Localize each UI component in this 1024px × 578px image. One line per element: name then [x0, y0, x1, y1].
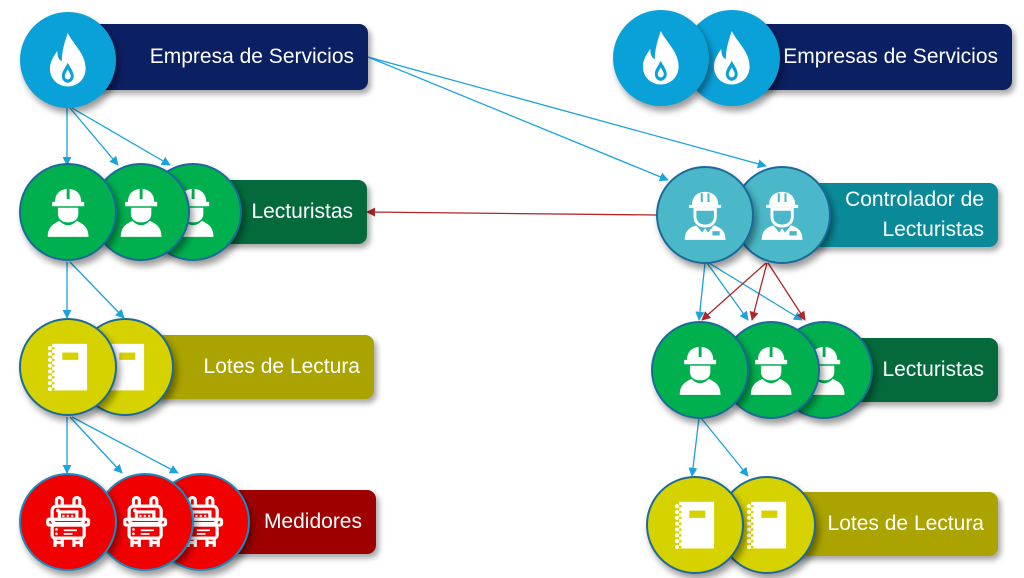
lote-circle-1 [19, 318, 117, 416]
edge-empresa-to-lecturista-2 [69, 107, 119, 166]
edge-lecturista-to-lote-2 [69, 261, 125, 319]
worker-helmet-icon [671, 341, 729, 399]
label-text: Empresa de Servicios [149, 45, 354, 68]
label-text-line2: Lecturistas [882, 218, 984, 241]
edge-controlador-to-lecturista-red-2 [749, 262, 768, 321]
edge-controlador-to-left-lecturistas [366, 207, 657, 217]
edge-controlador-to-lecturista-blue-1 [695, 262, 706, 321]
edge-lote-to-medidor-3 [71, 416, 179, 474]
label-text: Lecturistas [251, 200, 353, 223]
flame-icon [631, 28, 691, 88]
edge-empresa-to-lecturista-3 [71, 107, 171, 166]
notebook-icon [666, 496, 724, 554]
gas-meter-icon [116, 493, 174, 551]
lote-right-circle-1 [646, 476, 744, 574]
medidor-circle-1 [19, 473, 117, 571]
label-text: Lotes de Lectura [203, 355, 360, 378]
gas-meter-icon [39, 493, 97, 551]
edge-controlador-to-lecturista-blue-3 [708, 262, 803, 321]
label-lotes-left: Lotes de Lectura [150, 335, 374, 399]
edge-lecturista-to-lote-right-2 [700, 417, 749, 477]
controlador-circle-1 [656, 166, 754, 264]
notebook-icon [39, 338, 97, 396]
worker-helmet-icon [112, 183, 170, 241]
lecturista-right-circle-1 [651, 321, 749, 419]
flame-icon [702, 28, 762, 88]
notebook-icon [738, 496, 796, 554]
label-text: Lotes de Lectura [827, 512, 984, 535]
supervisor-helmet-icon [753, 186, 811, 244]
worker-helmet-icon [39, 183, 97, 241]
supervisor-helmet-icon [676, 186, 734, 244]
lecturista-circle-1 [19, 163, 117, 261]
worker-helmet-icon [742, 341, 800, 399]
empresa-circle [20, 12, 116, 108]
label-text: Empresas de Servicios [783, 45, 998, 68]
label-empresas-servicios: Empresas de Servicios [730, 24, 1012, 90]
edge-controlador-to-lecturista-red-1 [701, 262, 767, 321]
empresas-circle-1 [613, 10, 709, 106]
edge-lecturista-to-lote-right-1 [688, 417, 700, 477]
label-text: Lecturistas [882, 358, 984, 381]
label-text: Medidores [263, 510, 362, 533]
label-lotes-right: Lotes de Lectura [780, 492, 998, 556]
flame-icon [38, 30, 98, 90]
label-text-line1: Controlador de [845, 188, 984, 211]
edge-lote-to-medidor-2 [69, 416, 123, 474]
edge-controlador-to-lecturista-red-3 [767, 262, 806, 321]
edge-controlador-to-lecturista-blue-2 [706, 262, 749, 321]
